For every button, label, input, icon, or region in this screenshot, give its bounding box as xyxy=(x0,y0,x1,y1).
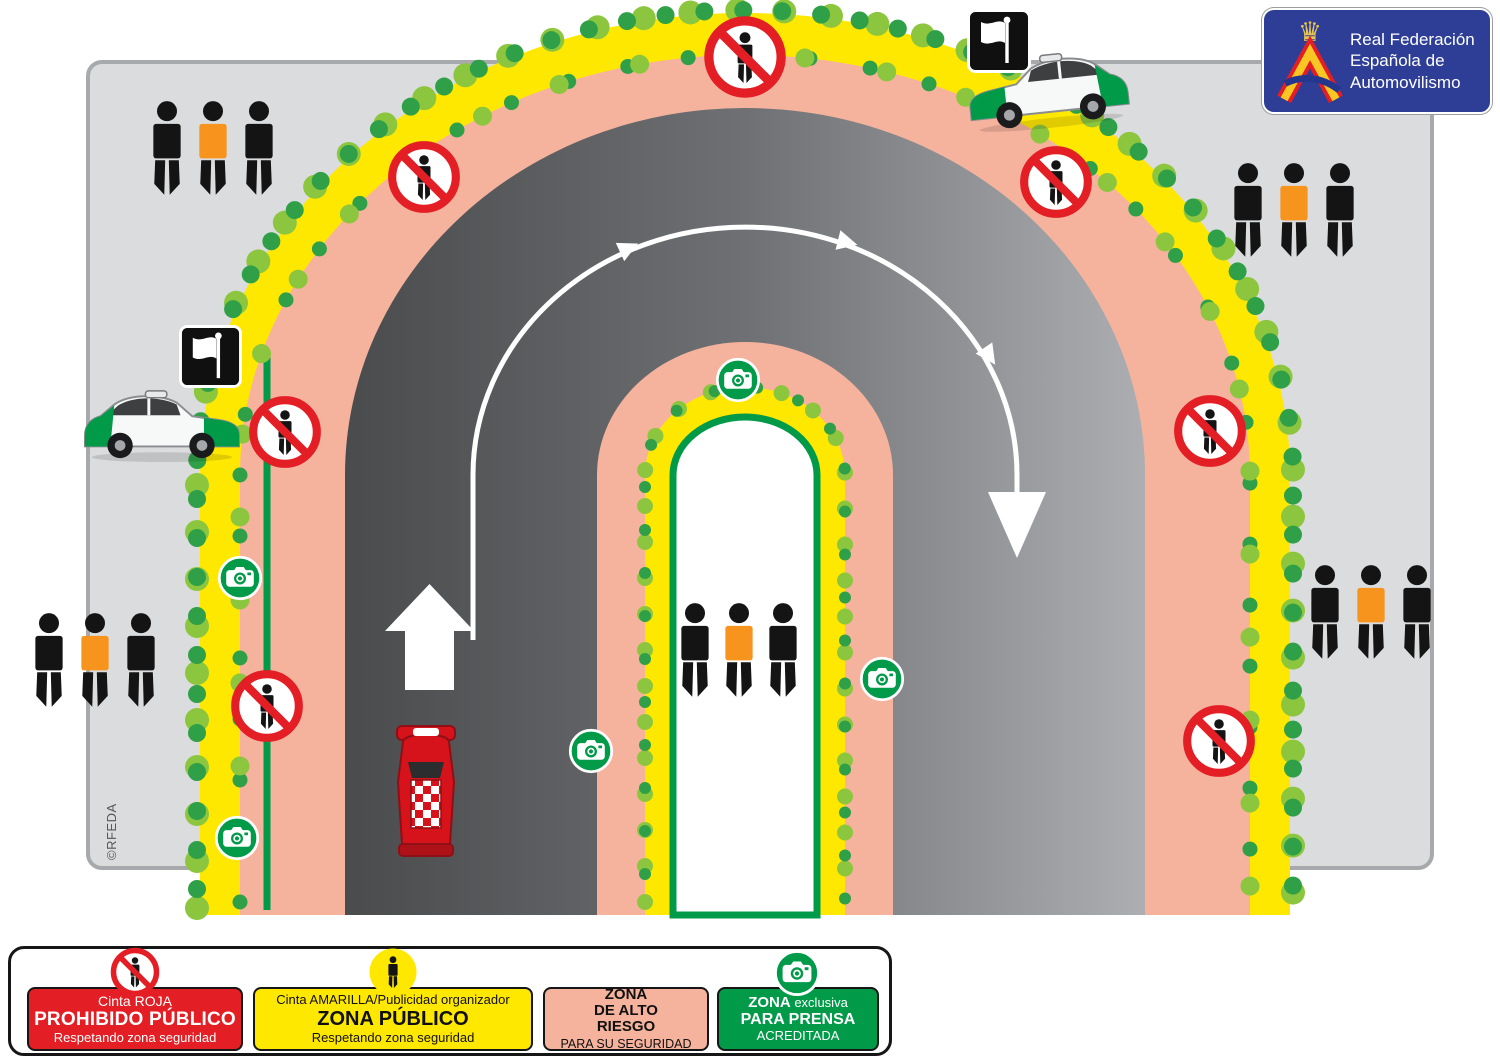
legend-green-word-rest: exclusiva xyxy=(794,994,848,1010)
no-public-prohibition-icon xyxy=(1024,150,1088,214)
rfeda-crest: ♛ xyxy=(1277,17,1343,104)
no-public-prohibition-icon xyxy=(392,145,456,209)
legend-pink-zone: ZONA DE ALTO RIESGO PARA SU SEGURIDAD xyxy=(543,985,709,1052)
legend-red-line3: Respetando zona seguridad xyxy=(53,1029,217,1045)
legend-red-line1: Cinta ROJA xyxy=(98,992,172,1009)
spectator-figure-icon xyxy=(35,613,63,707)
logo-line3: Automovilismo xyxy=(1350,72,1461,92)
legend-yellow-line3: Respetando zona seguridad xyxy=(311,1029,475,1045)
press-camera-icon xyxy=(568,728,614,774)
press-camera-icon xyxy=(214,815,260,861)
rfeda-logo: ♛ Real Federación Española de Automovili… xyxy=(1262,8,1492,114)
legend-green-zone: ZONA exclusiva PARA PRENSA ACREDITADA xyxy=(717,987,879,1051)
legend-pink-line1: ZONA xyxy=(604,985,648,1003)
no-public-prohibition-icon xyxy=(1187,709,1251,773)
no-public-prohibition-icon xyxy=(235,674,299,738)
accredited-press-camera-icon xyxy=(773,949,821,997)
legend-yellow-line2: ZONA PÚBLICO xyxy=(317,1007,469,1030)
no-public-prohibition-icon xyxy=(110,947,160,997)
logo-line2: Española de xyxy=(1350,51,1445,71)
no-public-prohibition-icon xyxy=(1178,399,1242,463)
press-camera-icon xyxy=(217,555,263,601)
safety-car-flag-sign-icon xyxy=(179,325,242,388)
no-public-prohibition-icon xyxy=(709,21,781,93)
racing-line-arrow-path xyxy=(470,224,1020,640)
legend-green-word-bold: ZONA xyxy=(748,993,791,1011)
rfeda-logo-text: Real Federación Española de Automovilism… xyxy=(1350,29,1475,92)
no-public-prohibition-icon xyxy=(253,400,317,464)
legend-pink-line2: DE ALTO xyxy=(594,1001,658,1019)
legend-yellow-line1: Cinta AMARILLA/Publicidad organizador xyxy=(276,991,510,1007)
press-camera-icon xyxy=(859,656,905,702)
legend-pink-line3: RIESGO xyxy=(596,1017,656,1035)
rally-car-icon xyxy=(396,725,456,857)
legend-green-line3: ACREDITADA xyxy=(756,1028,840,1044)
press-camera-icon xyxy=(715,357,761,403)
direction-up-arrow xyxy=(385,584,474,690)
legend-panel: Cinta ROJA PROHIBIDO PÚBLICO Respetando … xyxy=(8,946,892,1056)
legend-green-line2: PARA PRENSA xyxy=(740,1010,856,1028)
legend-red-line2: PROHIBIDO PÚBLICO xyxy=(34,1008,236,1030)
legend-pink-line4: PARA SU SEGURIDAD xyxy=(560,1037,692,1052)
safety-car-flag-sign-icon xyxy=(967,9,1031,73)
vegetation-dots-outer-edge-alt xyxy=(188,1,1302,917)
hairpin-track-diagram: ©RFEDA xyxy=(35,0,1434,920)
legend-green-line1: ZONA exclusiva xyxy=(748,994,848,1011)
vegetation-dots-infield-alt xyxy=(639,381,851,908)
copyright-watermark: ©RFEDA xyxy=(104,803,119,860)
racing-line-end-arrowhead xyxy=(988,492,1046,558)
logo-line1: Real Federación xyxy=(1350,30,1475,50)
public-zone-person-icon xyxy=(369,948,417,996)
legend-yellow-zone: Cinta AMARILLA/Publicidad organizador ZO… xyxy=(253,987,533,1051)
vegetation-dots-yellow-inner-edge-alt xyxy=(230,45,1260,912)
flag-a-blue-swoosh xyxy=(1283,75,1342,93)
